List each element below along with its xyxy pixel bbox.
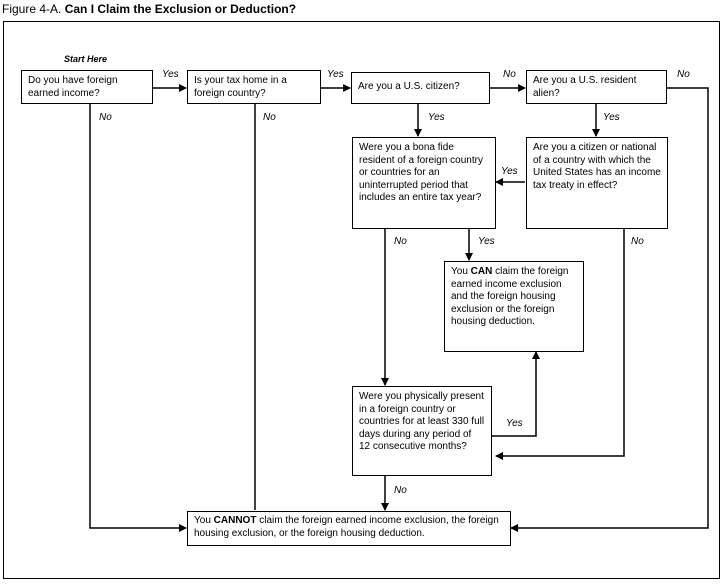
arrow-physical-yes — [492, 351, 540, 437]
label-no-bona-fide: No — [394, 236, 407, 247]
label-no-foreign-income: No — [99, 112, 112, 123]
result-can-post: claim the foreign earned income exclusio… — [451, 266, 569, 327]
result-can-keyword: CAN — [470, 266, 493, 277]
label-yes-citizen: Yes — [428, 112, 445, 123]
label-yes-resident-alien: Yes — [603, 112, 620, 123]
question-tax-home: Is your tax home in a foreign country? — [187, 70, 321, 104]
label-yes-bona-fide: Yes — [478, 236, 495, 247]
label-no-resident-alien: No — [677, 69, 690, 80]
label-no-citizen: No — [503, 69, 516, 80]
label-no-treaty: No — [631, 236, 644, 247]
label-yes-physical: Yes — [506, 418, 523, 429]
result-can-claim: You CAN claim the foreign earned income … — [444, 261, 584, 352]
diagram-frame — [3, 21, 720, 579]
question-tax-treaty: Are you a citizen or national of a count… — [526, 137, 668, 229]
figure-heading: Can I Claim the Exclusion or Deduction? — [64, 2, 297, 16]
result-cannot-post: claim the foreign earned income exclusio… — [194, 515, 499, 539]
arrow-resident-alien-no — [510, 87, 709, 532]
result-cannot-keyword: CANNOT — [213, 515, 257, 526]
start-here-label: Start Here — [64, 54, 108, 64]
arrow-treaty-no — [495, 229, 625, 460]
question-us-citizen: Are you a U.S. citizen? — [351, 72, 490, 104]
question-foreign-earned-income: Do you have foreign earned income? — [21, 70, 153, 104]
label-yes-tax-home: Yes — [327, 69, 344, 80]
result-can-pre: You — [451, 266, 471, 277]
figure-prefix: Figure 4-A. — [2, 2, 62, 16]
arrow-foreign-income-no — [89, 104, 187, 532]
result-cannot-claim: You CANNOT claim the foreign earned inco… — [187, 511, 511, 546]
question-bona-fide-resident: Were you a bona fide resident of a forei… — [352, 137, 496, 229]
label-no-tax-home: No — [263, 112, 276, 123]
label-no-physical: No — [394, 485, 407, 496]
result-cannot-pre: You — [194, 515, 214, 526]
figure-title: Figure 4-A. Can I Claim the Exclusion or… — [2, 2, 296, 16]
label-yes-treaty: Yes — [501, 166, 518, 177]
label-yes-foreign-income: Yes — [162, 69, 179, 80]
question-physical-presence: Were you physically present in a foreign… — [352, 386, 492, 476]
question-us-resident-alien: Are you a U.S. resident alien? — [526, 70, 667, 104]
